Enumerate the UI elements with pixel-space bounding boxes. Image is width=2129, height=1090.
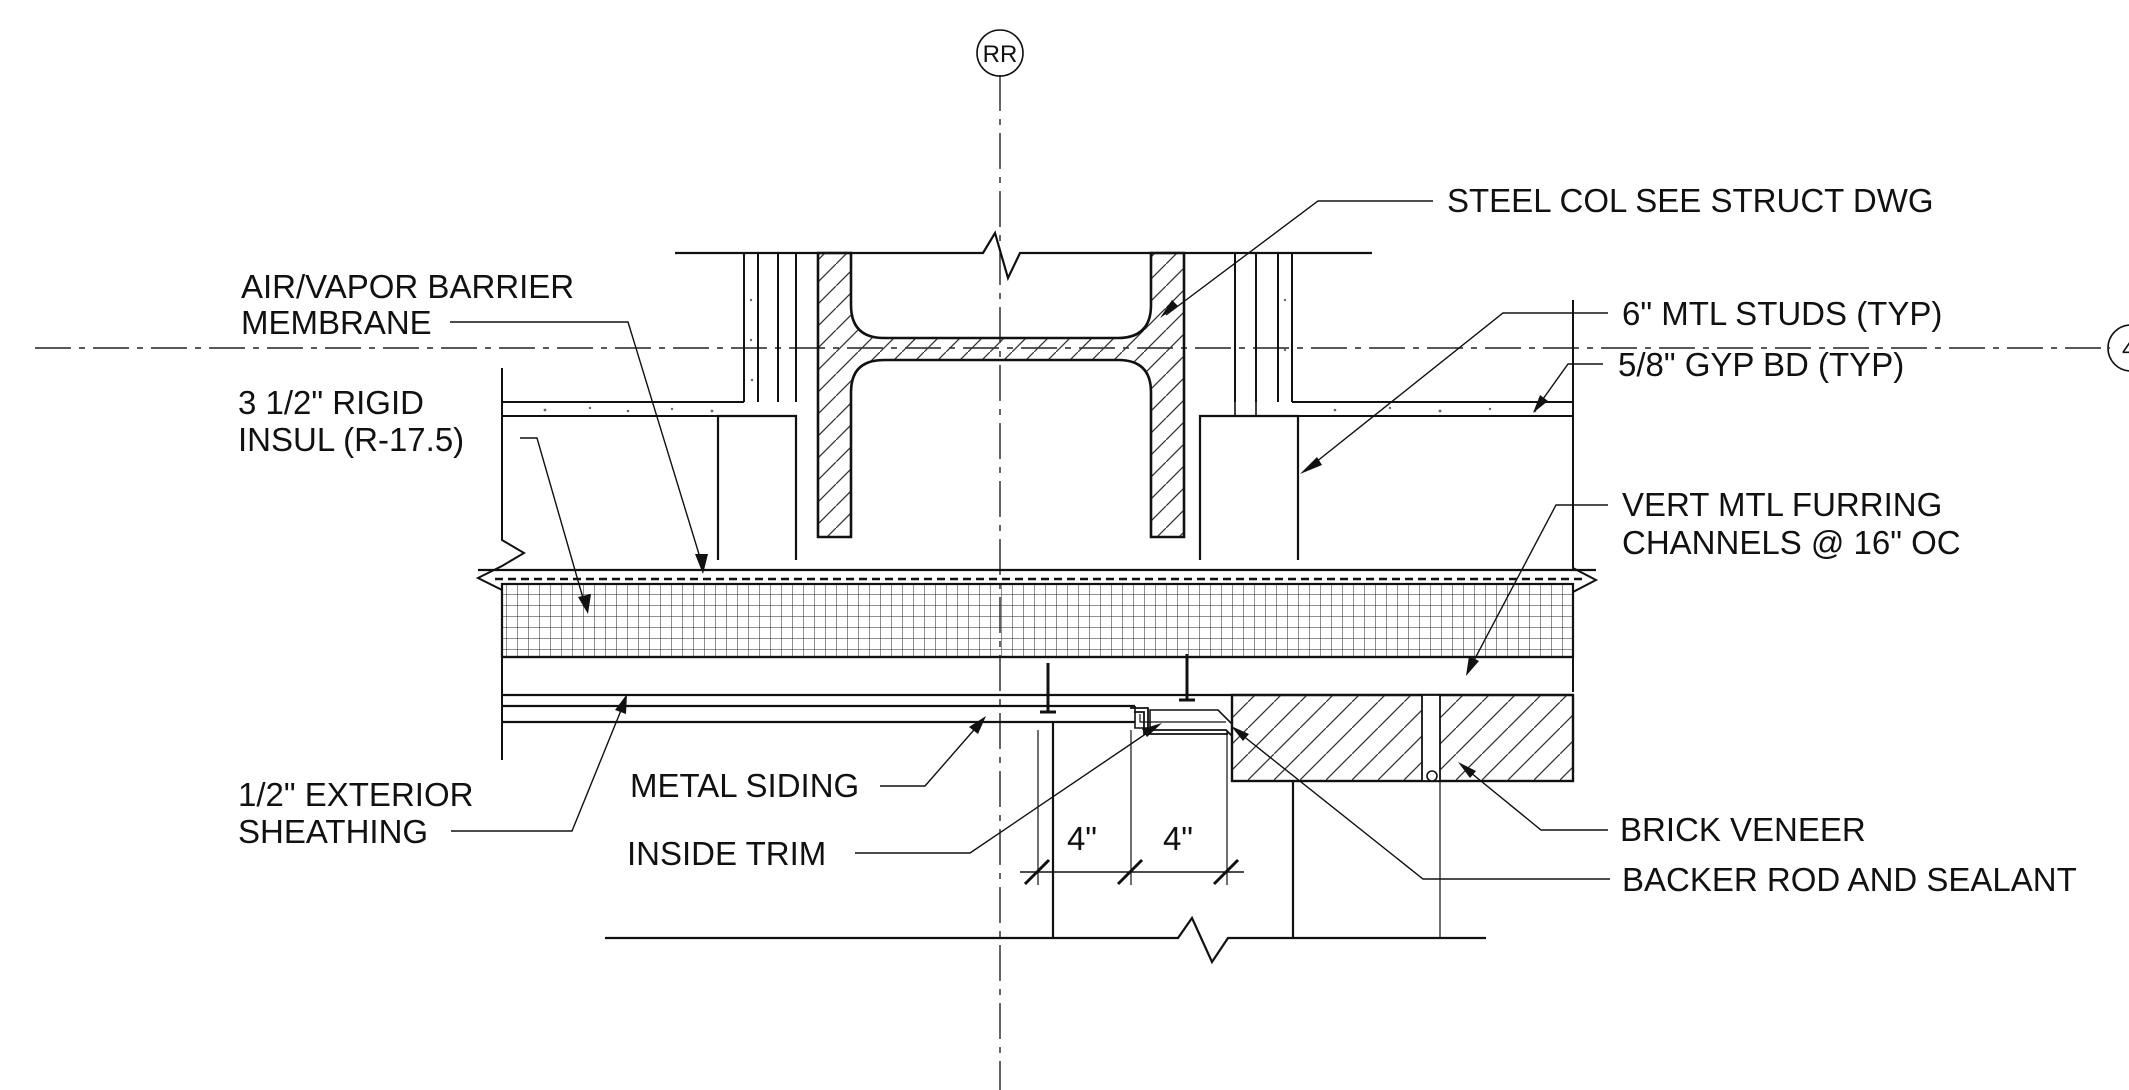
label-air-barrier-2: MEMBRANE xyxy=(241,304,432,341)
label-inside-trim: INSIDE TRIM xyxy=(627,835,826,872)
label-rigid-1: 3 1/2" RIGID xyxy=(238,384,424,421)
left-wall-framing xyxy=(743,253,797,402)
grid-bubble-rr: RR xyxy=(976,29,1024,77)
label-furring-2: CHANNELS @ 16" OC xyxy=(1622,524,1961,561)
leader-brick-veneer xyxy=(1458,762,1608,831)
label-steel-col: STEEL COL SEE STRUCT DWG xyxy=(1447,182,1934,219)
furring-channel-zone xyxy=(502,655,1573,697)
top-break-line xyxy=(675,230,1372,282)
label-gyp: 5/8" GYP BD (TYP) xyxy=(1618,346,1904,383)
label-brick-veneer: BRICK VENEER xyxy=(1620,811,1866,848)
label-furring-1: VERT MTL FURRING xyxy=(1622,486,1942,523)
steel-stud-right xyxy=(1198,402,1300,560)
label-air-barrier-1: AIR/VAPOR BARRIER xyxy=(241,268,574,305)
leader-rigid xyxy=(520,437,591,614)
backer-rod xyxy=(1426,770,1438,782)
foundation-walls xyxy=(1037,722,1441,938)
leader-inside-trim xyxy=(855,723,1162,854)
leader-sheathing xyxy=(451,694,627,832)
right-wall-end-break xyxy=(1572,300,1599,692)
label-metal-siding: METAL SIDING xyxy=(630,767,859,804)
fastener-1 xyxy=(1040,663,1056,714)
gyp-board-right xyxy=(1283,298,1573,417)
dimension-line: 4" 4" xyxy=(1020,820,1244,886)
leader-air-barrier xyxy=(450,321,708,574)
leader-steel-col xyxy=(1160,200,1433,318)
right-wall-framing xyxy=(1234,253,1293,402)
bottom-break-line xyxy=(605,915,1486,965)
svg-text:4: 4 xyxy=(2122,336,2129,363)
leader-furring xyxy=(1466,504,1608,676)
label-sheathing-2: SHEATHING xyxy=(238,813,428,850)
dimension-text-2: 4" xyxy=(1163,820,1193,857)
label-studs: 6" MTL STUDS (TYP) xyxy=(1622,295,1942,332)
left-wall-end-break xyxy=(475,368,526,760)
label-sheathing-1: 1/2" EXTERIOR xyxy=(238,776,473,813)
svg-text:RR: RR xyxy=(983,41,1018,68)
label-backer-rod: BACKER ROD AND SEALANT xyxy=(1622,861,2077,898)
gyp-board-left xyxy=(502,298,754,417)
steel-stud-left xyxy=(716,392,798,560)
leader-studs xyxy=(1300,312,1608,474)
leader-metal-siding xyxy=(880,716,986,787)
leader-backer-rod xyxy=(1231,726,1610,880)
label-rigid-2: INSUL (R-17.5) xyxy=(238,421,464,458)
grid-bubble-4: 4 xyxy=(2107,324,2129,372)
dimension-text-1: 4" xyxy=(1067,820,1097,857)
fastener-2 xyxy=(1179,654,1195,702)
steel-column xyxy=(816,251,1186,539)
rigid-insulation xyxy=(500,582,1575,659)
metal-siding xyxy=(502,704,1233,729)
leader-gyp xyxy=(1533,363,1603,413)
brick-veneer xyxy=(1230,693,1575,783)
